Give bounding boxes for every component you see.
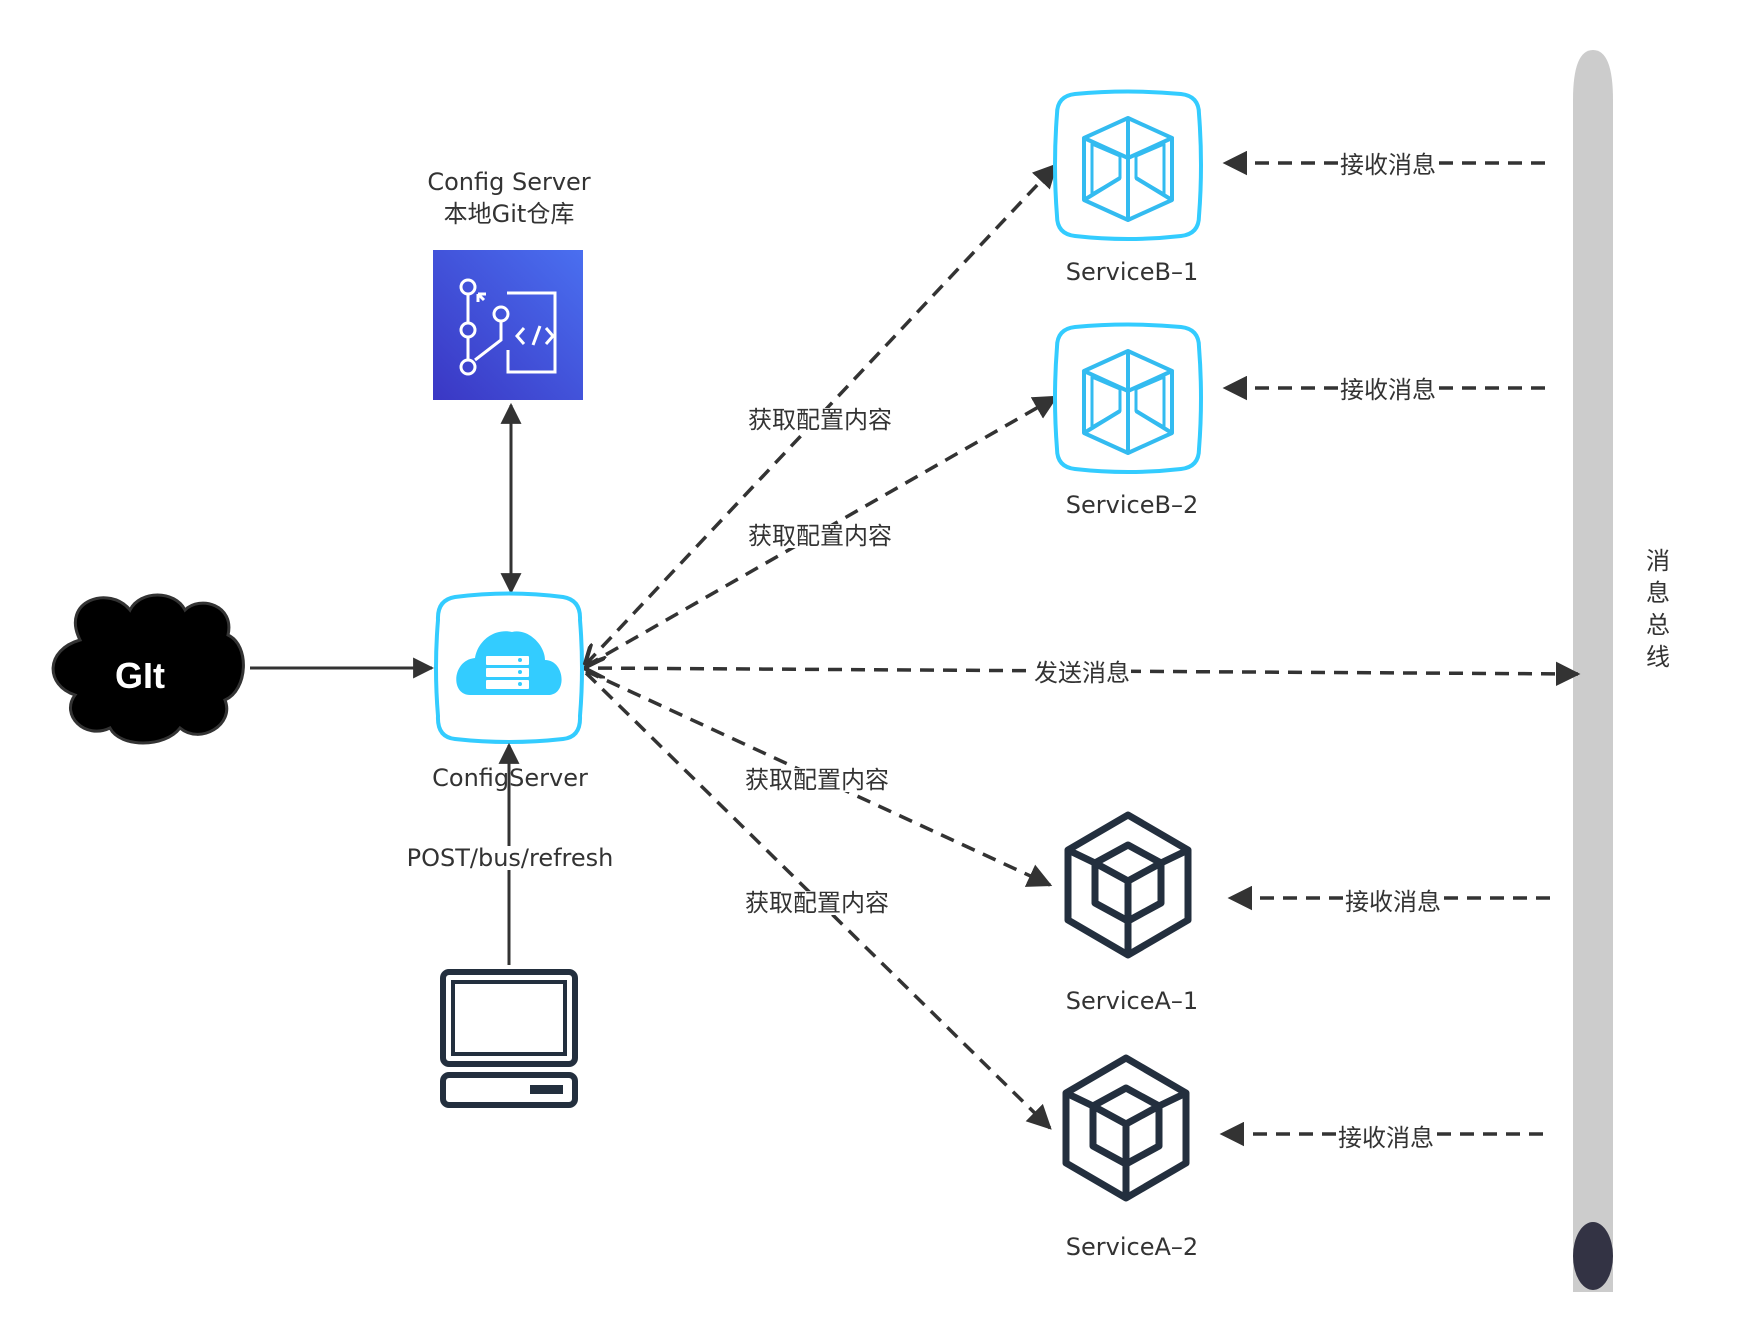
computer-icon (440, 969, 578, 1108)
message-bus-label: 消息总线 (1646, 547, 1670, 671)
fetch-config-label-a1: 获取配置内容 (744, 766, 890, 794)
fetch-config-label-b1: 获取配置内容 (747, 406, 893, 434)
receive-message-label-a2: 接收消息 (1337, 1124, 1435, 1152)
service-b1-icon (1053, 89, 1203, 241)
receive-message-label-b2: 接收消息 (1339, 376, 1437, 404)
receive-message-label-a1: 接收消息 (1344, 888, 1442, 916)
git-repo-label-line1: Config Server (427, 168, 591, 196)
bus-end-cap (1573, 1222, 1613, 1290)
fetch-config-label-a2: 获取配置内容 (744, 889, 890, 917)
service-b1-label: ServiceB–1 (1065, 258, 1199, 286)
service-a1-label: ServiceA–1 (1065, 987, 1199, 1015)
message-bus (1573, 50, 1613, 1292)
refresh-request-label: POST/bus/refresh (405, 844, 615, 872)
git-repo-label-line2: 本地Git仓库 (443, 200, 575, 228)
git-cloud-icon (51, 593, 245, 745)
service-b2-label: ServiceB–2 (1065, 491, 1199, 519)
service-b2-icon (1053, 322, 1203, 474)
receive-message-label-b1: 接收消息 (1339, 151, 1437, 179)
fetch-config-label-b2: 获取配置内容 (747, 522, 893, 550)
git-repository-icon (433, 250, 583, 400)
git-label: GIt (115, 655, 165, 696)
config-server-label: ConfigServer (432, 764, 588, 792)
service-a2-icon (1062, 1054, 1190, 1202)
send-message-label: 发送消息 (1033, 659, 1131, 687)
service-a1-icon (1064, 811, 1192, 959)
config-server-icon (434, 591, 584, 744)
service-a2-label: ServiceA–2 (1065, 1233, 1199, 1261)
